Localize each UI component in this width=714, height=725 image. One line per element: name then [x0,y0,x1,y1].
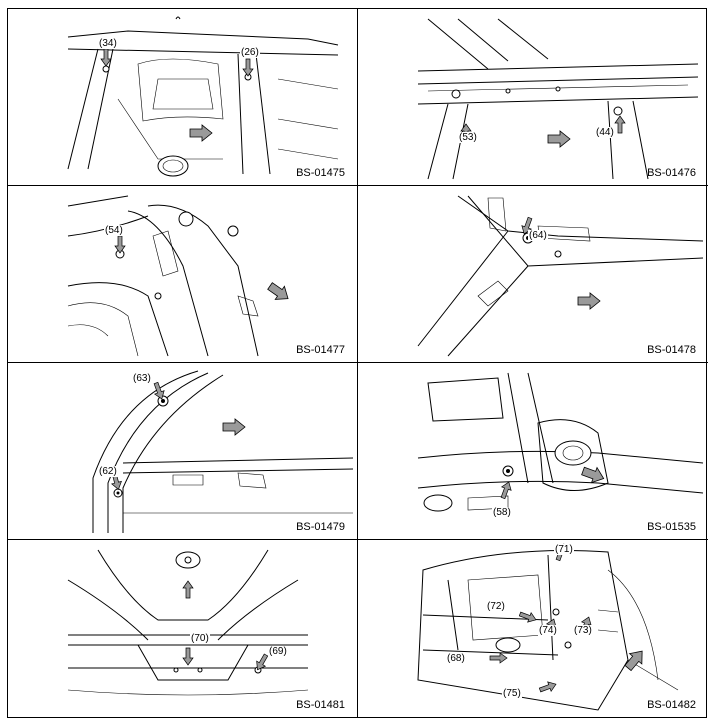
panel-illustration [67,549,309,696]
callout-label: (71) [554,544,574,555]
figure-code: BS-01476 [647,167,696,179]
callout-label: (44) [595,127,615,138]
panel-illustration [92,370,354,533]
figure-code: BS-01481 [296,699,345,711]
callout-label: (75) [502,688,522,699]
callout-label: (54) [104,225,124,236]
figure-code: BS-01478 [647,344,696,356]
panel-bs-01481: (70) (69) BS-01481 [8,540,358,717]
callout-label: (26) [240,47,260,58]
callout-label: (69) [268,646,288,657]
panel-illustration [417,541,679,711]
callout-label: (63) [132,373,152,384]
callout-label: (74) [538,625,558,636]
panel-bs-01479: (63) (62) BS-01479 [8,363,358,540]
figure-code: BS-01482 [647,699,696,711]
figure-code: BS-01535 [647,521,696,533]
panel-illustration [417,195,704,357]
panel-illustration [417,372,704,512]
figure-code: BS-01479 [296,521,345,533]
callout-label: (64) [528,230,548,241]
panel-bs-01475: (34) (26) BS-01475 [8,9,358,186]
callout-label: (62) [98,466,118,477]
callout-label: (70) [190,633,210,644]
callout-label: (34) [98,38,118,49]
panel-bs-01476: (53) (44) BS-01476 [358,9,708,186]
callout-label: (72) [486,601,506,612]
panel-illustration [67,195,294,357]
diagram-grid: (34) (26) BS-01475 (53) (44) BS-01476 [7,8,708,718]
panel-illustration [417,18,699,180]
panel-bs-01482: (71) (72) (74) (73) (68) (75) BS-01482 [358,540,708,717]
callout-label: (53) [458,132,478,143]
callout-label: (68) [446,653,466,664]
figure-code: BS-01477 [296,344,345,356]
panel-bs-01477: (54) BS-01477 [8,186,358,363]
callout-label: (73) [573,625,593,636]
callout-label: (58) [492,507,512,518]
panel-bs-01478: (64) BS-01478 [358,186,708,363]
panel-bs-01535: (58) BS-01535 [358,363,708,540]
figure-code: BS-01475 [296,167,345,179]
panel-illustration [67,16,339,177]
